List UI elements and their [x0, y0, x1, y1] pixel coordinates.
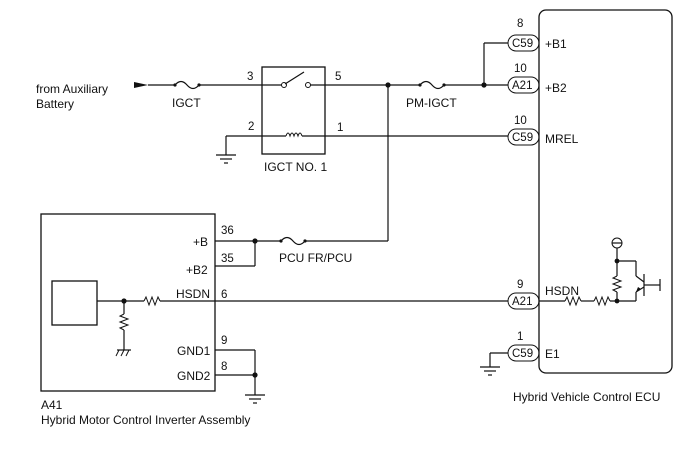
resistor-icon	[143, 295, 161, 307]
ecu-signal: MREL	[545, 132, 579, 146]
inverter-box	[40, 213, 216, 392]
inverter-signal: HSDN	[176, 287, 210, 301]
source-label-line1: from Auxiliary	[36, 82, 108, 96]
ecu-signal: +B2	[545, 81, 567, 95]
relay-contact-right	[305, 82, 311, 88]
inverter-pin: 9	[221, 335, 227, 347]
ecu-terminal-b2: 10 A21 +B2	[507, 63, 567, 95]
ecu-signal: E1	[545, 347, 560, 361]
connector-pill	[507, 76, 540, 94]
relay-pin-2: 2	[248, 121, 254, 133]
relay-name: IGCT NO. 1	[264, 160, 327, 174]
inverter-code: A41	[41, 398, 63, 412]
ecu-signal: +B1	[545, 37, 567, 51]
ecu-connector: C59	[512, 348, 533, 360]
pcu-fuse-label: PCU FR/PCU	[279, 251, 352, 265]
ecu-pin: 10	[514, 115, 527, 127]
ecu-pin: 9	[517, 279, 523, 291]
inverter-terminal-hsdn: 6 HSDN	[176, 287, 227, 301]
inverter-signal: GND1	[177, 344, 211, 358]
pulldown-resistor-icon	[118, 313, 130, 331]
ecu-connector: C59	[512, 132, 533, 144]
igct-fuse-icon	[174, 80, 200, 90]
inverter-signal: GND2	[177, 369, 211, 383]
inverter-signal: +B	[193, 235, 208, 249]
ecu-resistor-2-icon	[593, 295, 611, 307]
pm-igct-fuse-label: PM-IGCT	[406, 96, 457, 110]
pcu-fuse-icon	[280, 236, 306, 246]
ecu-connector: A21	[512, 80, 532, 92]
connector-pill	[507, 34, 540, 52]
relay-pin-5: 5	[335, 71, 341, 83]
source-label-line2: Battery	[36, 97, 74, 111]
relay-box	[261, 66, 326, 155]
ecu-connector: C59	[512, 38, 533, 50]
ecu-terminal-hsdn: 9 A21	[507, 279, 540, 310]
inverter-terminal-gnd1: 9 GND1	[177, 335, 227, 358]
inverter-terminal-gnd2: 8 GND2	[177, 361, 227, 383]
pm-igct-fuse-icon	[419, 80, 445, 90]
source-arrow-icon	[134, 82, 148, 88]
inverter-terminal-b2: 35 +B2	[186, 253, 234, 277]
ecu-terminal-mrel: 10 C59 MREL	[507, 115, 579, 146]
ecu-resistor-1-icon	[564, 295, 582, 307]
inverter-internal-block	[51, 280, 98, 326]
inverter-name: Hybrid Motor Control Inverter Assembly	[41, 413, 250, 427]
relay-coil-icon	[285, 132, 303, 138]
ecu-internal-hsdn: HSDN	[545, 284, 579, 298]
relay-switch-blade	[284, 71, 305, 85]
relay-pin-3: 3	[247, 71, 253, 83]
ecu-connector: A21	[512, 296, 532, 308]
ecu-terminal-b1: 8 C59 +B1	[507, 18, 567, 52]
ecu-pin: 10	[514, 63, 527, 75]
inverter-pin: 35	[221, 253, 234, 265]
inverter-terminal-b: 36 +B	[193, 225, 234, 249]
connector-pill	[507, 128, 540, 146]
ecu-terminal-e1: 1 C59 E1	[507, 331, 560, 362]
ecu-pin: 8	[517, 18, 523, 30]
inverter-pin: 36	[221, 225, 234, 237]
inverter-pin: 8	[221, 361, 227, 373]
inverter-pin: 6	[221, 289, 227, 301]
ecu-name: Hybrid Vehicle Control ECU	[513, 390, 660, 404]
relay-pin-1: 1	[337, 122, 343, 134]
igct-fuse-label: IGCT	[172, 96, 201, 110]
ecu-pullup-resistor-icon	[611, 275, 623, 293]
ecu-pin: 1	[517, 331, 523, 343]
ecu-box	[538, 9, 673, 374]
inverter-signal: +B2	[186, 263, 208, 277]
